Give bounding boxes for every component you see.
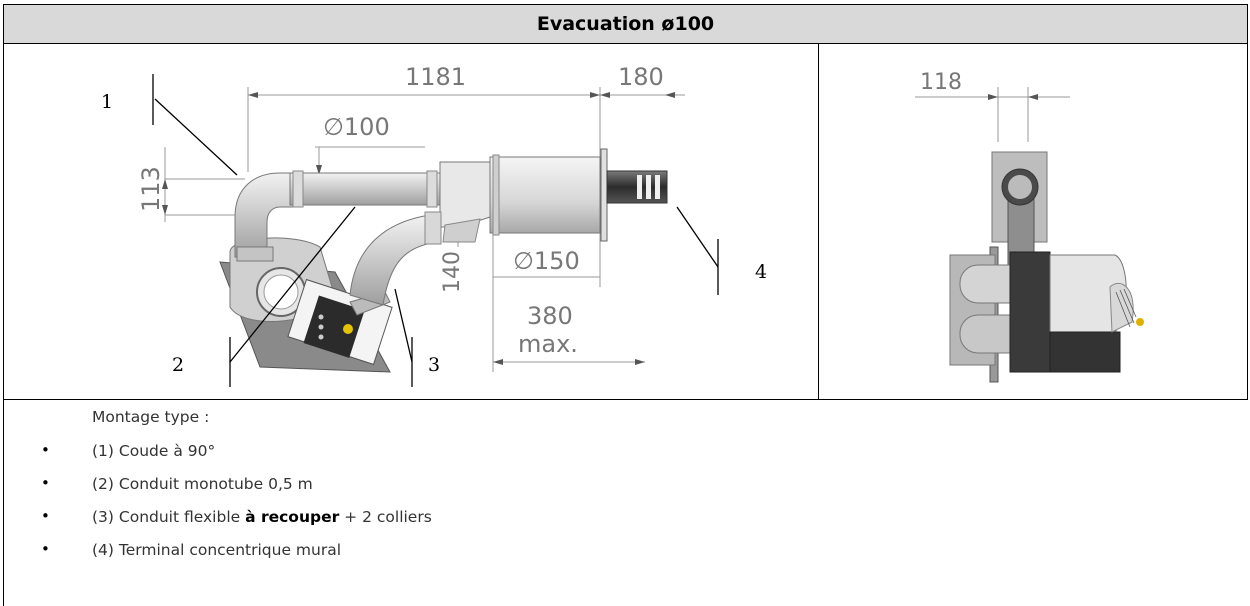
dimension-lines-right xyxy=(915,87,1070,142)
dim-overall-length: 1181 xyxy=(405,63,466,91)
list-item: • (3) Conduit flexible à recouper + 2 co… xyxy=(41,507,432,526)
dim-offset: 140 xyxy=(440,251,465,293)
notes-intro: Montage type : xyxy=(92,408,210,426)
outer-pipe xyxy=(489,148,668,242)
table-border-left xyxy=(3,44,4,606)
list-item: • (4) Terminal concentrique mural xyxy=(41,540,342,559)
list-item-emphasis: à recouper xyxy=(245,508,340,526)
section-title: Evacuation ø100 xyxy=(536,13,715,35)
flue-assembly-side-drawing: 1181 180 ∅100 113 ∅150 140 380 max. xyxy=(137,63,719,387)
table-divider-vertical xyxy=(818,44,819,400)
section-header: Evacuation ø100 xyxy=(3,4,1248,44)
dim-width: 118 xyxy=(920,70,962,95)
dim-max-length-value: 380 xyxy=(527,302,573,330)
callout-4: 4 xyxy=(755,261,768,283)
list-item: • (2) Conduit monotube 0,5 m xyxy=(41,474,313,493)
dim-outer-diameter: ∅150 xyxy=(513,247,580,275)
list-item-text: (3) Conduit flexible xyxy=(92,508,246,526)
list-item-text: (2) Conduit monotube 0,5 m xyxy=(92,475,313,493)
dim-height: 113 xyxy=(137,166,165,212)
bullet-icon: • xyxy=(41,507,50,525)
list-item-text: (4) Terminal concentrique mural xyxy=(92,541,342,559)
callout-2: 2 xyxy=(172,354,185,376)
list-item-text-suffix: + 2 colliers xyxy=(339,508,432,526)
burner-body xyxy=(219,237,393,373)
dim-terminal-length: 180 xyxy=(618,63,664,91)
flexible-duct xyxy=(349,214,438,306)
dim-max-length-unit: max. xyxy=(518,330,578,358)
callout-1: 1 xyxy=(101,91,114,113)
callout-3: 3 xyxy=(428,354,441,376)
table-border-right xyxy=(1247,44,1248,400)
bullet-icon: • xyxy=(41,441,50,459)
list-item: • (1) Coude à 90° xyxy=(41,441,216,460)
bullet-icon: • xyxy=(41,540,50,558)
leader-lines xyxy=(152,74,719,387)
flue-assembly-front-drawing: 118 xyxy=(915,70,1144,383)
table-divider-horizontal xyxy=(3,399,1248,400)
list-item-text: (1) Coude à 90° xyxy=(92,442,216,460)
dim-pipe-diameter: ∅100 xyxy=(323,113,390,141)
bullet-icon: • xyxy=(41,474,50,492)
concentric-adapter xyxy=(439,161,491,243)
